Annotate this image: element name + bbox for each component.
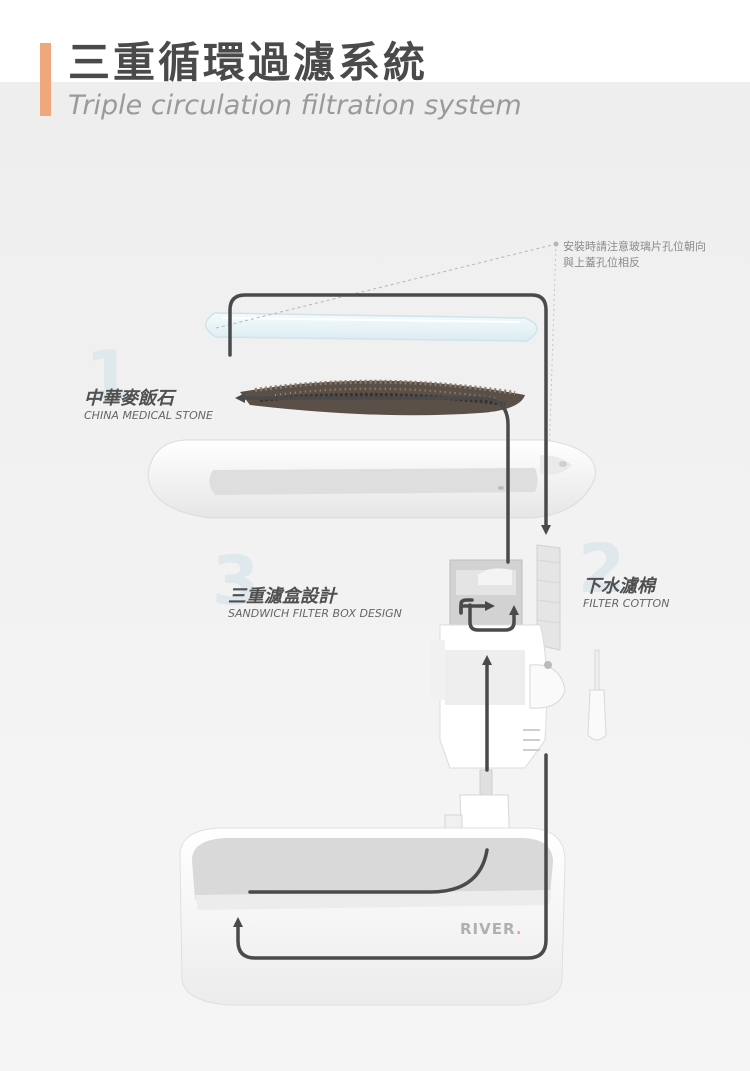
page-title: 三重循環過濾系統 — [68, 38, 429, 87]
label-filter-cotton-en: FILTER COTTON — [583, 597, 670, 610]
label-filter-box-en: SANDWICH FILTER BOX DESIGN — [228, 607, 402, 620]
brand-logo: RIVER. — [460, 920, 523, 938]
label-medical-stone-en: CHINA MEDICAL STONE — [84, 409, 213, 422]
glass-plate — [205, 312, 538, 342]
flow-arrow-stone — [235, 393, 510, 564]
flow-arrow-basin-inner — [248, 848, 489, 894]
filter-cotton-sponge — [536, 544, 561, 651]
flow-arrow-box-u — [468, 603, 519, 632]
label-filter-box-zh: 三重濾盒設計 — [228, 586, 336, 607]
label-filter-cotton-zh: 下水濾棉 — [583, 576, 655, 597]
installation-note-line-1: 安裝時請注意玻璃片孔位朝向 — [563, 240, 706, 253]
brand-dot: . — [515, 920, 523, 938]
flow-arrow-basin-loop — [233, 753, 548, 960]
water-basin — [179, 827, 566, 1006]
flow-arrow-box-left — [459, 598, 474, 615]
label-number-1: 1 — [85, 337, 133, 416]
circulation-arrows — [228, 293, 551, 960]
tube-pin — [587, 649, 607, 741]
filter-box — [430, 559, 566, 769]
top-tray — [147, 439, 596, 519]
header-band — [0, 0, 750, 82]
brand-name: RIVER — [460, 920, 516, 938]
flow-arrow-top-loop — [228, 293, 551, 535]
installation-note: 安裝時請注意玻璃片孔位朝向 與上蓋孔位相反 — [563, 239, 706, 271]
label-number-2: 2 — [578, 530, 626, 609]
page-subtitle: Triple circulation filtration system — [68, 90, 522, 121]
label-number-3: 3 — [212, 542, 260, 621]
title-accent-bar — [40, 43, 51, 116]
flow-arrow-box-inner — [459, 601, 495, 614]
installation-note-line-2: 與上蓋孔位相反 — [563, 256, 640, 269]
note-leader-line — [215, 243, 557, 329]
note-dot — [553, 241, 559, 247]
label-medical-stone-zh: 中華麥飯石 — [84, 388, 174, 409]
